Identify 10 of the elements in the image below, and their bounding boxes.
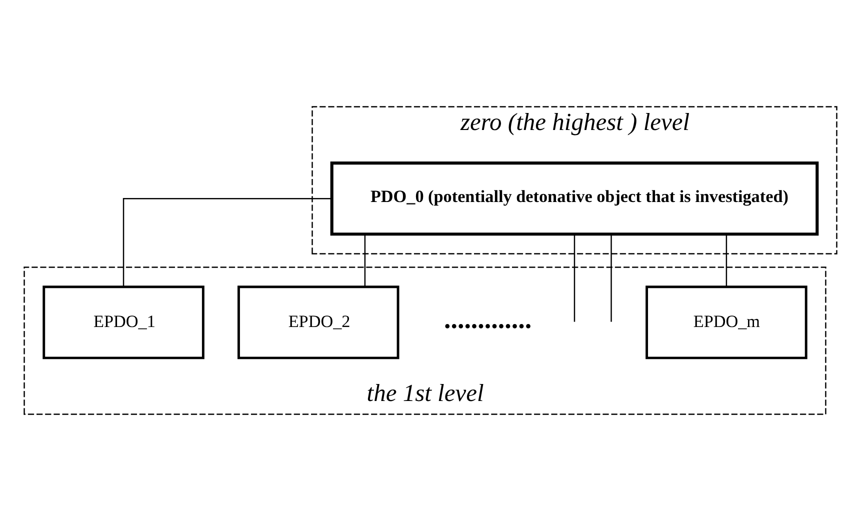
node-box: EPDO_1 [42,285,204,359]
connector [725,234,727,286]
node-box: EPDO_2 [237,285,399,359]
connector [364,234,366,286]
node-box: EPDO_m [645,285,807,359]
connector [573,234,575,322]
label: ............. [443,304,532,334]
node-box: PDO_0 (potentially detonative object that is investigated) [330,161,818,236]
connector [122,198,332,286]
connector [610,234,612,322]
